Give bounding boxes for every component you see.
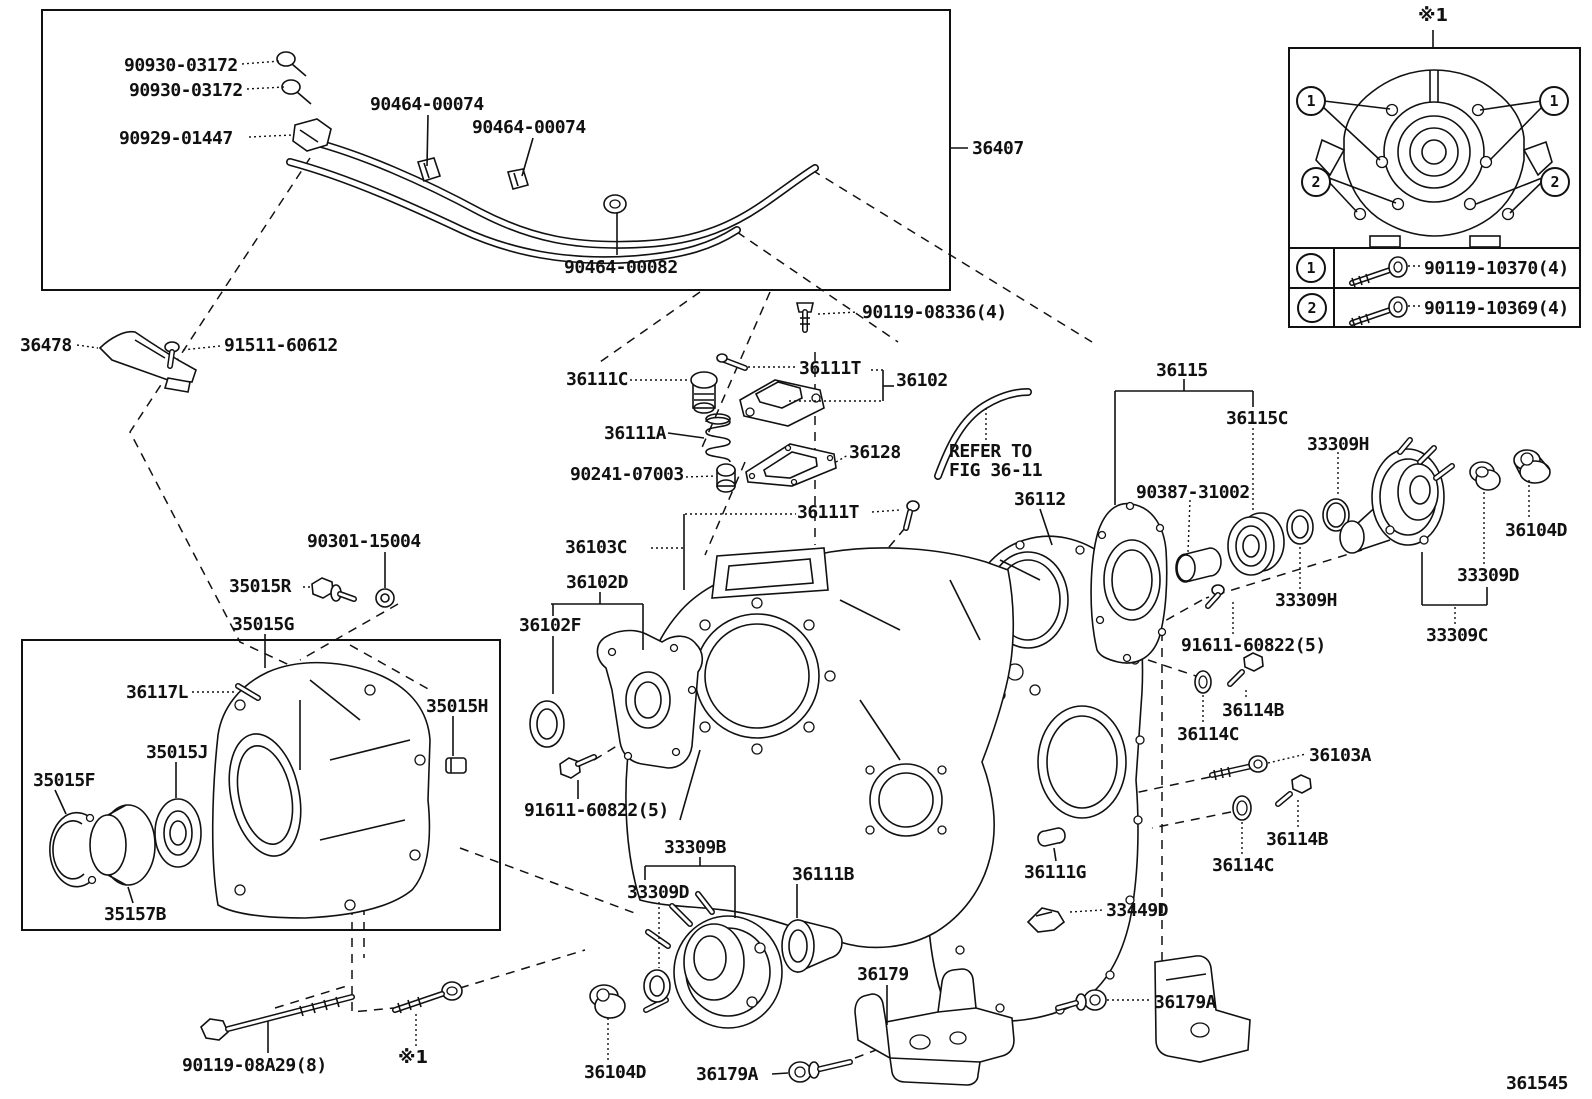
part-label-33309c-28: 33309C	[1426, 625, 1489, 646]
part-label-35015r-31: 35015R	[229, 576, 292, 597]
refer-note-line2: FIG 36-11	[949, 460, 1043, 481]
tube-assembly-art	[276, 51, 819, 265]
part-label-36111c-10: 36111C	[566, 369, 629, 390]
part-label-33309h-22: 33309H	[1307, 434, 1370, 455]
extension-housing-art	[211, 661, 467, 919]
part-label-9046400074-4: 90464-00074	[472, 117, 586, 138]
part-label-9030115004-30: 90301-15004	[307, 531, 421, 552]
refer-pipe-art	[934, 388, 1032, 480]
callout-1-4: 1	[1296, 253, 1326, 283]
bracket-36478-art	[98, 330, 197, 393]
part-label-9046400082-5: 90464-00082	[564, 257, 678, 278]
part-label-36102f-19: 36102F	[519, 615, 582, 636]
part-label-9092901447-2: 90929-01447	[119, 128, 233, 149]
part-label-9038731002-23: 90387-31002	[1136, 482, 1250, 503]
part-label-9046400074-3: 90464-00074	[370, 94, 484, 115]
part-label-35015f-35: 35015F	[33, 770, 96, 791]
part-label-36179a-53: 36179A	[696, 1064, 759, 1085]
drawing-number: 361545	[1506, 1073, 1569, 1094]
part-label-36102d-18: 36102D	[566, 572, 629, 593]
part-label-33449d-48: 33449D	[1106, 900, 1169, 921]
part-label-36117l-33: 36117L	[126, 682, 189, 703]
part-label-36112-24: 36112	[1014, 489, 1066, 510]
part-label-90119083364-7: 90119-08336(4)	[862, 302, 1007, 323]
part-label-33309b-39: 33309B	[664, 837, 727, 858]
left-seals-art	[49, 798, 202, 888]
bracket-36179-art	[788, 955, 1251, 1086]
part-label-36115-20: 36115	[1156, 360, 1208, 381]
control-parts-art	[690, 353, 920, 531]
part-label-36111g-47: 36111G	[1024, 862, 1087, 883]
part-label-35157b-37: 35157B	[104, 904, 167, 925]
part-label-91611608225-29: 91611-60822(5)	[1181, 635, 1326, 656]
part-label-36114b-45: 36114B	[1266, 829, 1329, 850]
leader-lines	[54, 60, 1530, 1075]
union-90930-art	[276, 51, 296, 67]
part-label-9093003172-0: 90930-03172	[124, 55, 238, 76]
callout-1-0: 1	[1296, 86, 1326, 116]
tube-assembly-box	[41, 9, 951, 291]
part-label-36407-6: 36407	[972, 138, 1024, 159]
callout-2-2: 2	[1301, 167, 1331, 197]
part-label-35015j-36: 35015J	[146, 742, 209, 763]
part-label-36111t-11: 36111T	[799, 358, 862, 379]
part-label-9151160612-9: 91511-60612	[224, 335, 338, 356]
part-label-36478-8: 36478	[20, 335, 72, 356]
hub-right-art	[1339, 437, 1551, 554]
part-label-36111a-13: 36111A	[604, 423, 667, 444]
inset-housing-art	[1315, 30, 1553, 328]
part-label-33309d-40: 33309D	[627, 882, 690, 903]
part-label-36103a-44: 36103A	[1309, 745, 1372, 766]
part-label-36102-12: 36102	[896, 370, 948, 391]
part-label-36114c-43: 36114C	[1177, 724, 1240, 745]
inset-row-2-part: 90119-10369(4)	[1424, 298, 1569, 319]
part-label-36179-49: 36179	[857, 964, 909, 985]
part-label-9011908a298-51: 90119-08A29(8)	[182, 1055, 327, 1076]
part-label-36128-14: 36128	[849, 442, 901, 463]
front-retainer-art	[529, 629, 704, 779]
part-label-9024107003-15: 90241-07003	[570, 464, 684, 485]
callout-1-1: 1	[1539, 86, 1569, 116]
extension-housing-box	[21, 639, 501, 931]
part-label-36103c-17: 36103C	[565, 537, 628, 558]
callout-2-5: 2	[1297, 293, 1327, 323]
refer-note-line1: REFER TO	[949, 441, 1032, 462]
inset-row-1-part: 90119-10370(4)	[1424, 258, 1569, 279]
part-label-1-54: ※1	[398, 1047, 429, 1068]
part-label-9093003172-1: 90930-03172	[129, 80, 243, 101]
part-label-35015h-34: 35015H	[426, 696, 489, 717]
part-label-36104d-52: 36104D	[584, 1062, 647, 1083]
part-label-36111t-16: 36111T	[797, 502, 860, 523]
part-label-36179a-50: 36179A	[1154, 992, 1217, 1013]
inset-box	[1288, 47, 1581, 328]
right-hardware-art	[1026, 584, 1312, 933]
part-label-36111b-41: 36111B	[792, 864, 855, 885]
case-bolts-art	[200, 302, 814, 1041]
case-cover-art	[1090, 498, 1350, 664]
part-label-36114b-42: 36114B	[1222, 700, 1285, 721]
callout-2-3: 2	[1540, 167, 1570, 197]
part-label-36115c-21: 36115C	[1226, 408, 1289, 429]
main-case-art	[625, 547, 1015, 949]
inset-note: ※1	[1418, 5, 1449, 26]
part-label-36114c-46: 36114C	[1212, 855, 1275, 876]
drain-bolt-art	[311, 577, 395, 608]
part-label-36104d-25: 36104D	[1505, 520, 1568, 541]
hub-bottom-art	[589, 891, 843, 1029]
part-label-33309d-26: 33309D	[1457, 565, 1520, 586]
part-label-35015g-32: 35015G	[232, 614, 295, 635]
part-label-33309h-27: 33309H	[1275, 590, 1338, 611]
clamp-90929-art	[292, 118, 332, 152]
part-label-91611608225-38: 91611-60822(5)	[524, 800, 669, 821]
